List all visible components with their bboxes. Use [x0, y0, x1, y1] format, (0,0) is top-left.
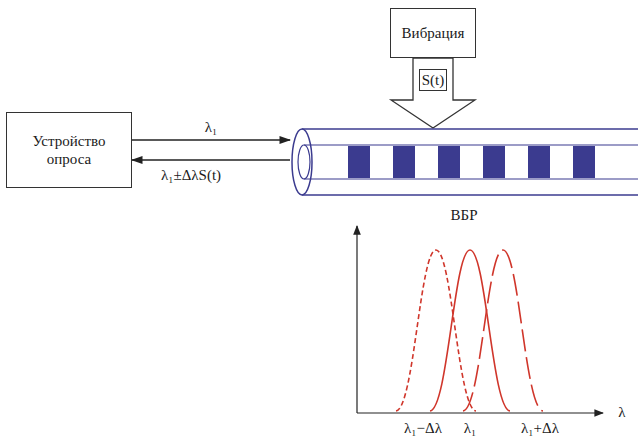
- node-label: Устройство опроса: [14, 132, 124, 168]
- shifted-up-peak: [463, 250, 543, 411]
- shifted-down-peak: [396, 250, 476, 411]
- reflection-peak: [430, 250, 510, 411]
- axis-label: λ: [616, 403, 627, 421]
- interrogator-box: Устройство опроса: [6, 112, 132, 188]
- edge-label: λ₁±ΔλS(t): [159, 166, 223, 184]
- node-label: ВБР: [290, 206, 638, 224]
- fiber-bragg-grating: ВБР: [290, 128, 638, 224]
- grating-period: [438, 146, 460, 178]
- signal-arrow: [132, 159, 290, 160]
- edge-label: λ₁: [203, 118, 220, 136]
- grating-period: [483, 146, 505, 178]
- vibration-box: Вибрация: [390, 8, 476, 58]
- y-axis: [356, 226, 357, 413]
- grating-period: [393, 146, 415, 178]
- vibration-arrow: [391, 58, 475, 128]
- tick-label: λ₁+Δλ: [519, 419, 561, 437]
- fiber-tube: [290, 128, 638, 198]
- tick-label: λ₁: [462, 419, 479, 437]
- signal-arrow: [132, 139, 290, 140]
- grating-period: [528, 146, 550, 178]
- grating-period: [348, 146, 370, 178]
- edge-label: S(t): [419, 69, 448, 91]
- tick-label: λ₁−Δλ: [402, 419, 444, 437]
- node-label: Вибрация: [402, 24, 465, 42]
- x-axis: [357, 412, 603, 413]
- grating-period: [573, 146, 595, 178]
